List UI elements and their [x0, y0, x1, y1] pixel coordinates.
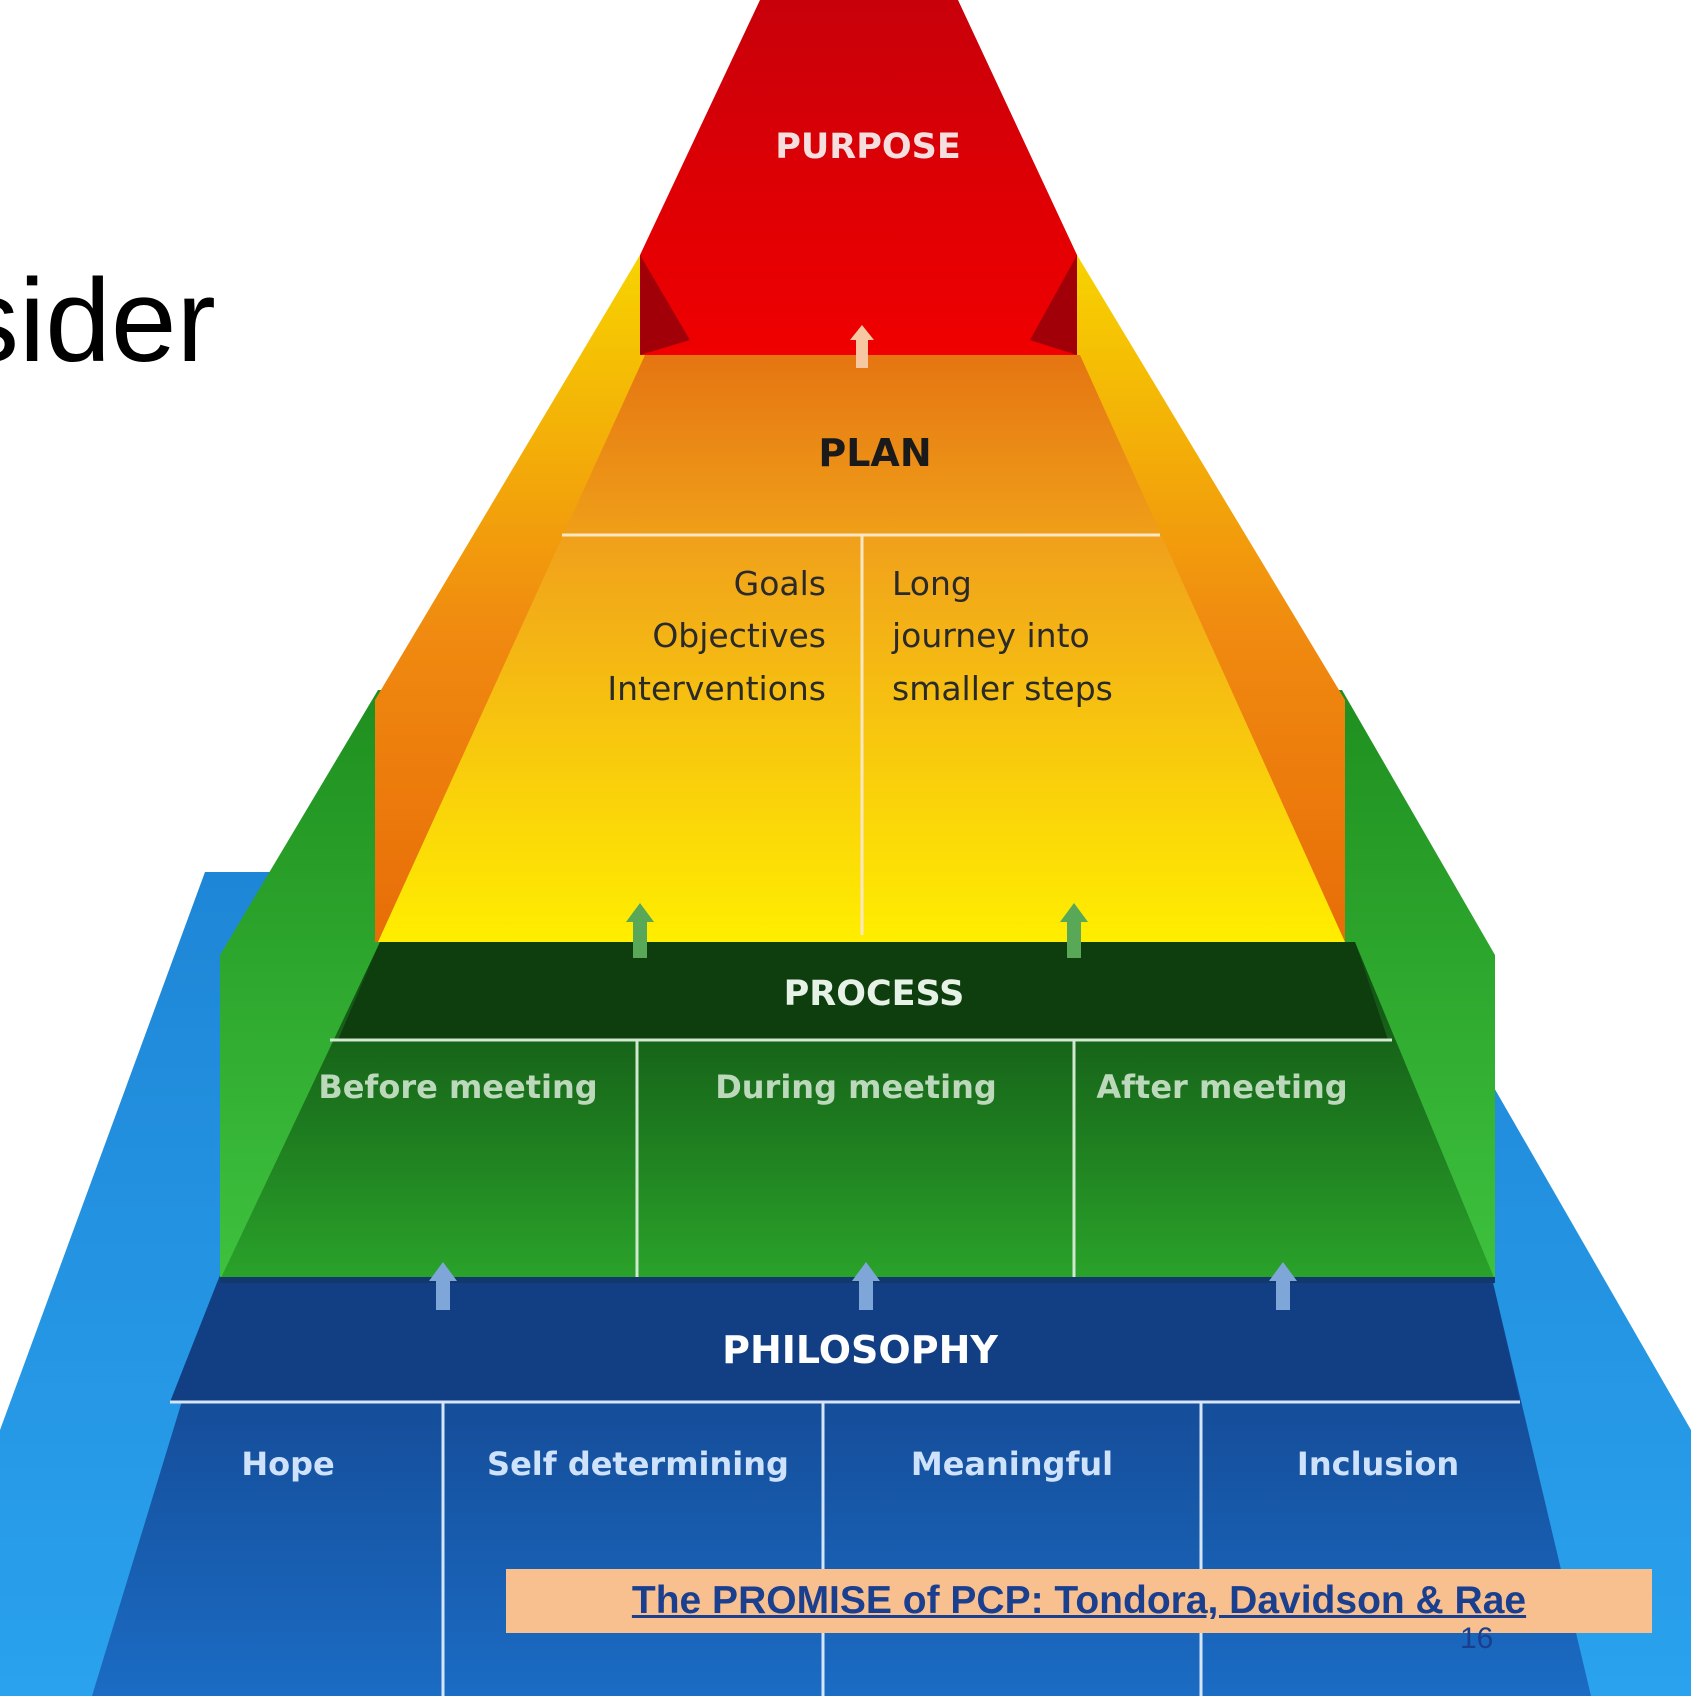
- philosophy-cell-inclusion: Inclusion: [1297, 1445, 1459, 1483]
- tier-arrows: [429, 325, 1297, 1310]
- philosophy-cell-meaningful: Meaningful: [911, 1445, 1113, 1483]
- plan-tier: PLAN Goals Objectives Interventions Long…: [375, 255, 1345, 942]
- arrow-up-icon: [1269, 1262, 1297, 1310]
- plan-goals: Goals: [734, 564, 826, 603]
- plan-title: PLAN: [818, 431, 931, 475]
- arrow-up-icon: [850, 325, 874, 368]
- plan-objectives: Objectives: [652, 616, 826, 655]
- plan-journey: journey into: [891, 616, 1090, 655]
- purpose-tier: PURPOSE: [640, 0, 1077, 355]
- arrow-up-icon: [852, 1262, 880, 1310]
- arrow-up-icon: [626, 903, 654, 958]
- process-cell-before: Before meeting: [318, 1068, 597, 1106]
- philosophy-cell-self-determining: Self determining: [487, 1445, 789, 1483]
- philosophy-cell-hope: Hope: [241, 1445, 334, 1483]
- plan-long: Long: [892, 564, 972, 603]
- process-cell-after: After meeting: [1096, 1068, 1347, 1106]
- citation-link[interactable]: The PROMISE of PCP: Tondora, Davidson & …: [631, 1579, 1527, 1622]
- plan-smaller-steps: smaller steps: [892, 669, 1113, 708]
- slide-title: sider: [0, 255, 216, 387]
- slide-number: 16: [1460, 1622, 1494, 1655]
- process-cell-during: During meeting: [715, 1068, 997, 1106]
- philosophy-title: PHILOSOPHY: [722, 1328, 998, 1372]
- citation-banner: The PROMISE of PCP: Tondora, Davidson & …: [506, 1569, 1652, 1633]
- purpose-title: PURPOSE: [775, 127, 961, 167]
- plan-interventions: Interventions: [607, 669, 826, 708]
- process-title: PROCESS: [784, 974, 965, 1014]
- arrow-up-icon: [429, 1262, 457, 1310]
- arrow-up-icon: [1060, 903, 1088, 958]
